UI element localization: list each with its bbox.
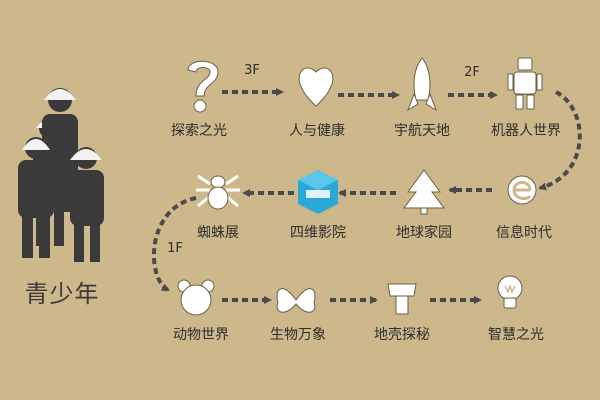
question-mark-icon (187, 60, 219, 113)
exhibit-label-spider: 蜘蛛展 (197, 225, 239, 241)
visitor-figures-icon (18, 88, 104, 262)
arrow-spider-to-animals (151, 196, 197, 292)
exhibit-label-animals: 动物世界 (173, 327, 229, 343)
exhibit-label-health: 人与健康 (289, 123, 345, 139)
exhibit-label-crust: 地壳探秘 (374, 327, 430, 343)
mushroom-rock-icon (387, 283, 417, 315)
floor-label-3f: 3F (244, 63, 260, 78)
rocket-icon (407, 57, 437, 112)
heart-icon (298, 67, 334, 107)
exhibit-label-robots: 机器人世界 (491, 123, 561, 139)
letter-e-icon (507, 175, 537, 205)
tree-icon (403, 169, 445, 215)
floor-label-1f: 1F (167, 241, 183, 256)
exhibit-label-life: 生物万象 (270, 327, 326, 343)
exhibit-label-explore: 探索之光 (171, 123, 227, 139)
bear-head-icon (177, 279, 215, 316)
robot-icon (507, 57, 543, 110)
exhibit-label-earth-home: 地球家园 (396, 225, 452, 241)
floor-label-2f: 2F (464, 65, 480, 80)
exhibit-label-space: 宇航天地 (394, 123, 450, 139)
exhibit-label-info: 信息时代 (496, 225, 552, 241)
exhibit-label-cinema: 四维影院 (290, 225, 346, 241)
cinema-cube-icon (298, 170, 338, 214)
spider-icon (196, 174, 240, 210)
diagram-title: 青少年 (24, 280, 100, 308)
exhibit-label-wisdom: 智慧之光 (488, 327, 544, 343)
lightbulb-icon (497, 275, 523, 309)
arrow-robots-to-info (538, 90, 582, 191)
butterfly-icon (276, 288, 316, 313)
